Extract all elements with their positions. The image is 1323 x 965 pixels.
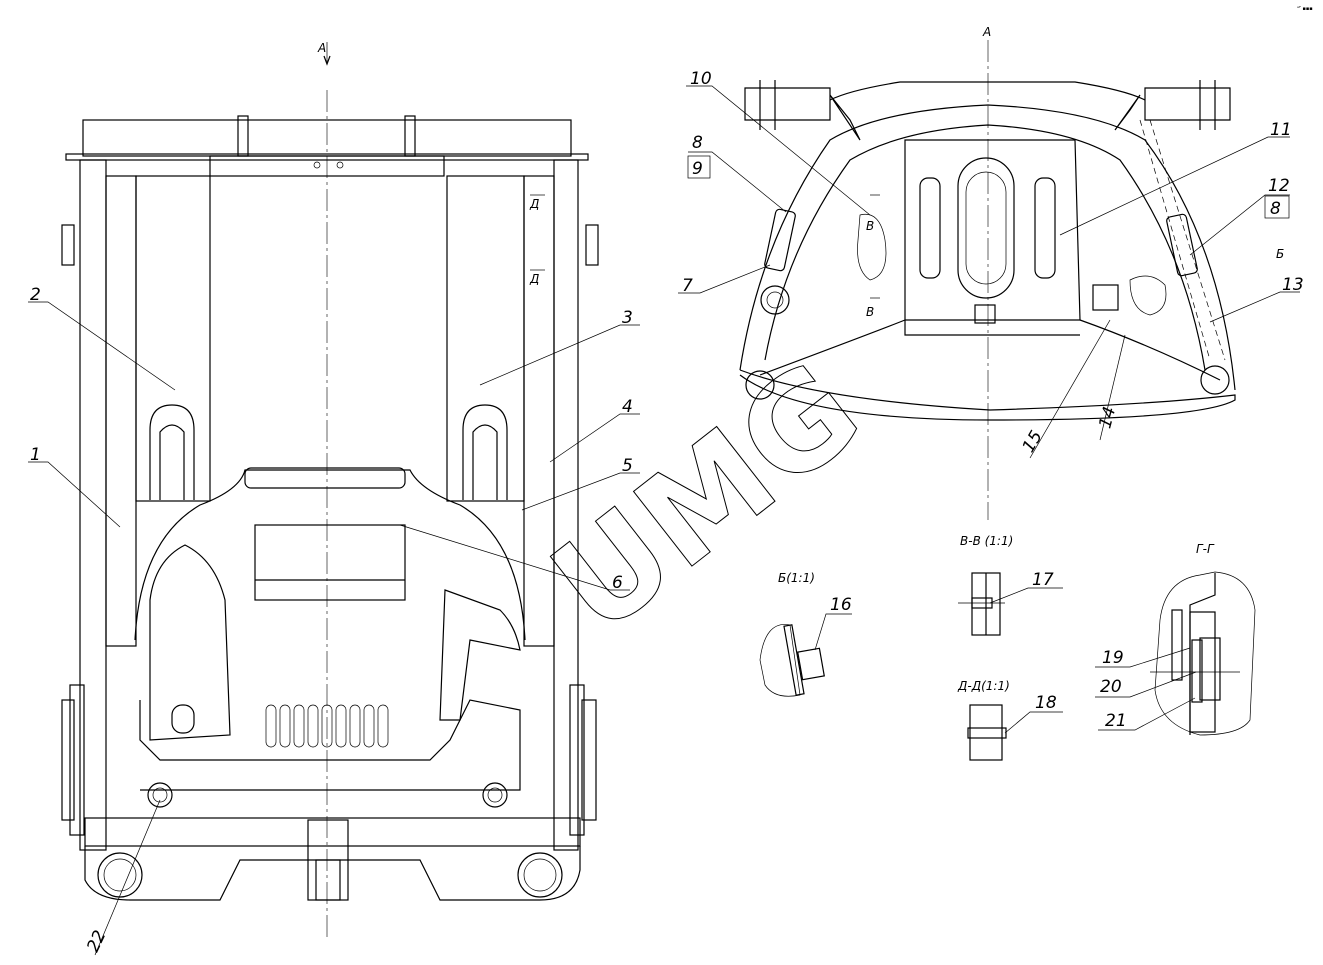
- section-mark-d-bottom: Д: [529, 272, 539, 286]
- cab-frame-plan-view: Д Д: [61, 42, 599, 940]
- callout-5: 5: [622, 456, 633, 476]
- callout-22: 22: [83, 927, 110, 955]
- callout-15: 15: [1019, 427, 1047, 456]
- vent-grille: [265, 704, 389, 748]
- callout-8: 8: [692, 133, 703, 153]
- callout-6: 6: [612, 573, 623, 593]
- cab-view-a: В В Б: [739, 40, 1284, 520]
- section-mark-b: Б: [1276, 247, 1284, 261]
- corner-note: ᵃᴾ ▪▪▪: [1297, 6, 1313, 12]
- section-mark-v-bottom: В: [866, 305, 874, 319]
- callout-9: 9: [692, 159, 703, 179]
- callout-16: 16: [830, 595, 852, 615]
- callout-17: 17: [1032, 570, 1054, 590]
- section-details: Б(1:1) В-В (1:1) Д-Д(1:1) Г-Г: [759, 534, 1256, 761]
- callout-18: 18: [1035, 693, 1057, 713]
- view-a-arrow-label: A: [317, 41, 326, 55]
- callout-10: 10: [690, 69, 712, 89]
- callout-4: 4: [622, 397, 633, 417]
- callout-2: 2: [30, 285, 41, 305]
- section-mark-d-top: Д: [529, 197, 539, 211]
- callout-7: 7: [682, 276, 693, 296]
- section-title-vv: В-В (1:1): [960, 534, 1013, 548]
- section-title-dd: Д-Д(1:1): [957, 679, 1010, 693]
- section-mark-v-top: В: [866, 219, 874, 233]
- callout-11: 11: [1270, 120, 1292, 140]
- callout-21: 21: [1105, 711, 1127, 731]
- section-title-gg: Г-Г: [1196, 542, 1215, 556]
- callout-3: 3: [622, 308, 633, 328]
- callout-20: 20: [1100, 677, 1122, 697]
- callout-12: 12: [1268, 176, 1290, 196]
- section-title-b: Б(1:1): [778, 571, 815, 585]
- callout-1: 1: [30, 445, 41, 465]
- callout-19: 19: [1102, 648, 1124, 668]
- view-a-title: A: [982, 25, 991, 39]
- callout-13: 13: [1282, 275, 1304, 295]
- callout-12-sub-8: 8: [1270, 199, 1281, 219]
- callout-14: 14: [1095, 405, 1120, 431]
